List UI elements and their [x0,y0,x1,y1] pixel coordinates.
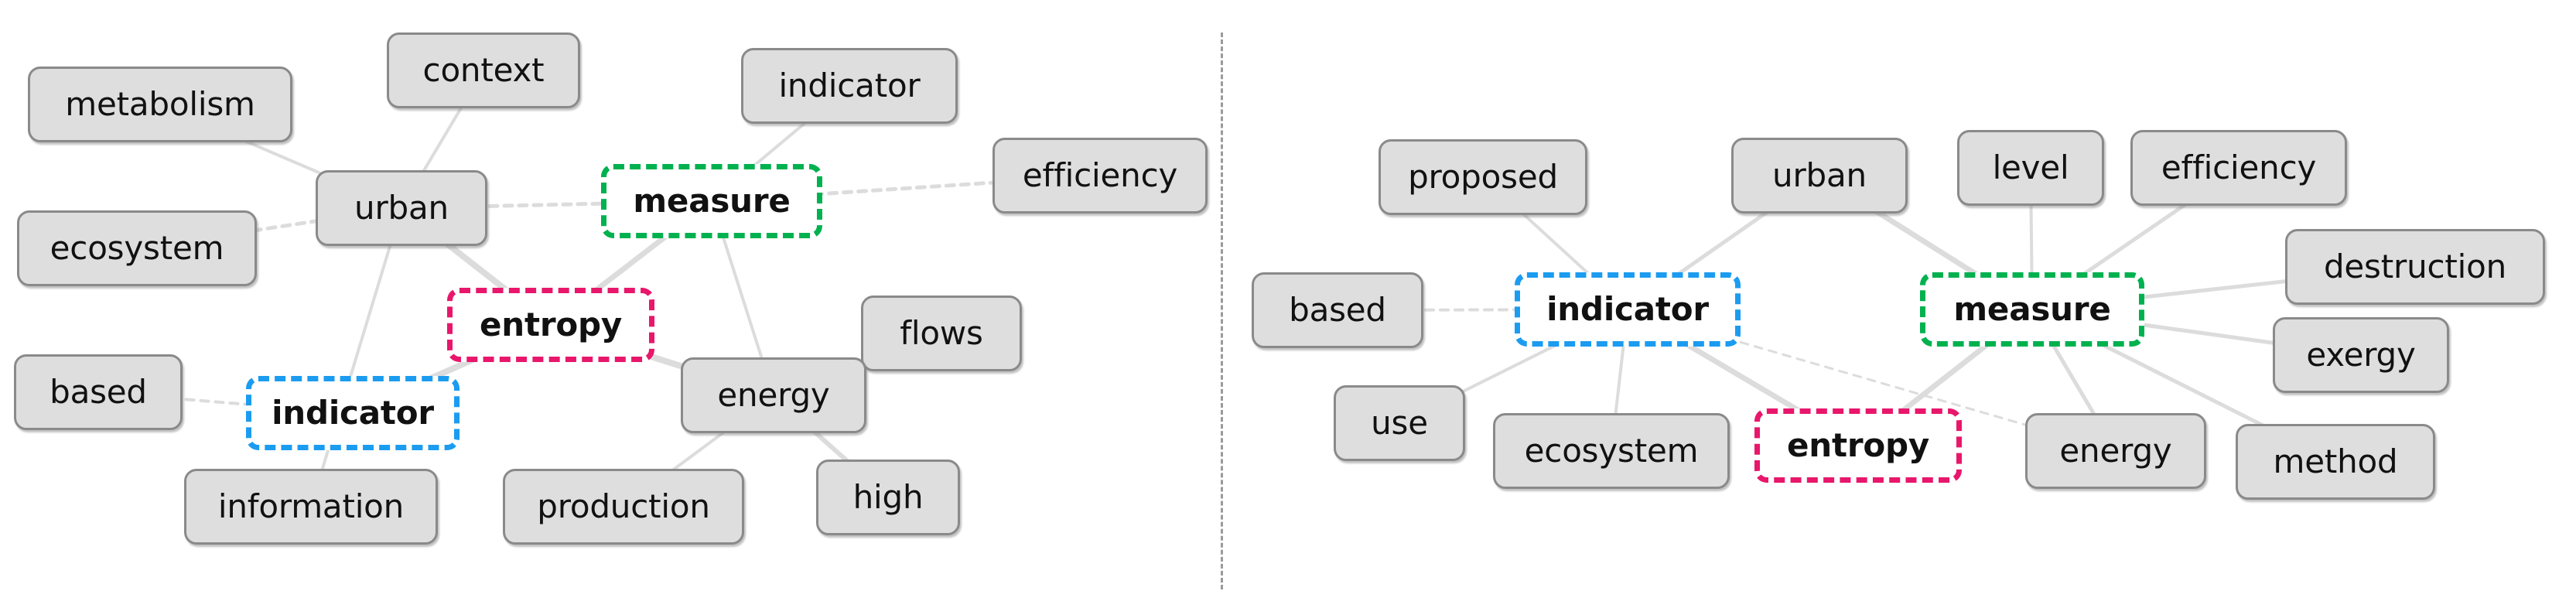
graph-node-urban[interactable]: urban [1731,138,1908,214]
graph-node-label: level [1992,149,2069,186]
graph-node-label: energy [2059,432,2172,470]
graph-node-context[interactable]: context [387,32,580,108]
graph-node-label: method [2273,442,2398,480]
graph-node-measure[interactable]: measure [601,164,822,238]
graph-node-high[interactable]: high [816,460,960,535]
graph-node-label: efficiency [1022,156,1178,194]
graph-node-indicator[interactable]: indicator [246,376,460,450]
graph-node-indicator[interactable]: indicator [741,48,958,124]
graph-node-method[interactable]: method [2236,424,2435,500]
graph-node-label: ecosystem [1524,432,1699,470]
graph-node-label: entropy [479,306,623,343]
graph-node-label: high [852,478,924,516]
graph-node-label: proposed [1408,158,1558,196]
graph-node-label: indicator [1546,290,1709,328]
graph-node-entropy[interactable]: entropy [1754,408,1962,483]
graph-node-label: based [1289,291,1386,329]
graph-node-entropy[interactable]: entropy [447,288,654,362]
graph-node-metabolism[interactable]: metabolism [28,67,292,142]
graph-node-label: ecosystem [50,229,224,267]
graph-node-label: based [50,373,147,411]
graph-node-label: context [422,51,545,89]
graph-node-label: metabolism [65,85,255,123]
graph-node-energy[interactable]: energy [2025,413,2206,489]
graph-node-measure[interactable]: measure [1920,272,2144,347]
graph-node-label: urban [354,189,449,227]
graph-node-label: urban [1772,156,1867,194]
graph-node-energy[interactable]: energy [681,357,866,433]
graph-node-urban[interactable]: urban [316,170,487,246]
graph-node-label: destruction [2323,248,2507,285]
graph-node-exergy[interactable]: exergy [2273,317,2449,393]
graph-node-label: energy [717,376,830,414]
graph-node-label: flows [900,314,983,352]
graph-node-production[interactable]: production [503,469,744,545]
graph-node-proposed[interactable]: proposed [1379,139,1587,215]
graph-node-information[interactable]: information [184,469,438,545]
graph-node-label: use [1371,404,1428,442]
panel-divider [1221,32,1223,589]
graph-node-based[interactable]: based [14,354,183,430]
graph-node-ecosystem[interactable]: ecosystem [17,210,257,286]
graph-node-label: indicator [272,394,434,432]
graph-node-label: entropy [1786,426,1930,464]
graph-node-label: production [537,487,710,525]
graph-node-label: efficiency [2161,149,2317,186]
graph-node-label: measure [1953,290,2111,328]
graph-node-ecosystem[interactable]: ecosystem [1493,413,1730,489]
graph-node-label: measure [633,182,791,220]
graph-node-label: information [217,487,405,525]
graph-node-based[interactable]: based [1252,272,1423,348]
graph-node-flows[interactable]: flows [861,296,1022,371]
graph-node-destruction[interactable]: destruction [2285,229,2545,305]
graph-node-label: exergy [2306,336,2416,374]
graph-node-efficiency[interactable]: efficiency [2130,130,2347,206]
graph-node-level[interactable]: level [1957,130,2104,206]
graph-node-use[interactable]: use [1334,385,1465,461]
graph-node-label: indicator [778,67,921,104]
graph-node-indicator[interactable]: indicator [1515,272,1741,347]
graph-node-efficiency[interactable]: efficiency [992,138,1208,214]
